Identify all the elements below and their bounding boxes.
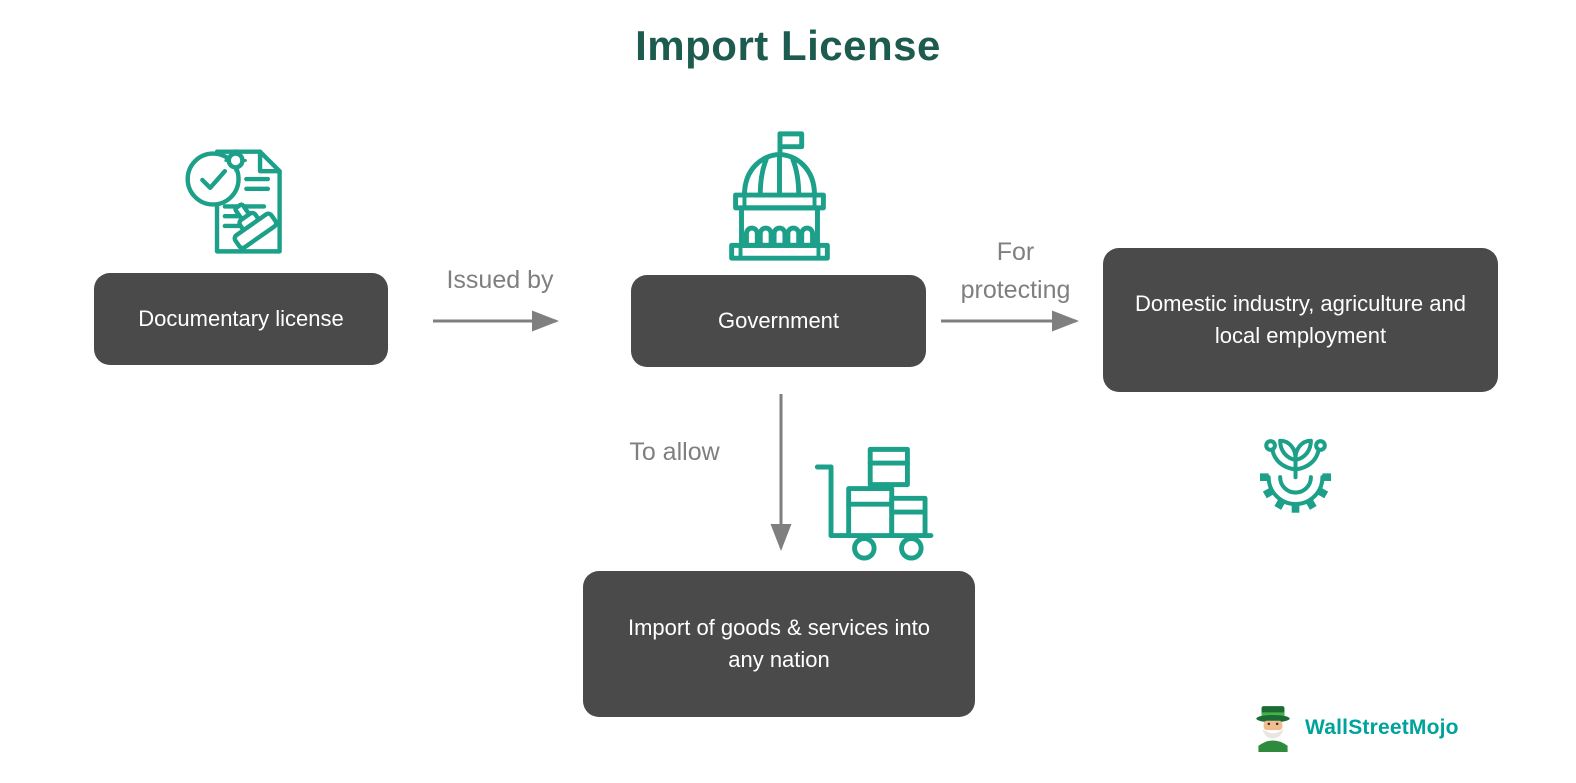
- edge-label-to-allow: To allow: [629, 438, 720, 466]
- plant-gear-icon: [1260, 438, 1332, 513]
- node-import-goods-label: Import of goods & services into any nati…: [627, 615, 931, 672]
- logo-text: WallStreetMojo: [1305, 716, 1459, 739]
- node-government-label: Government: [717, 308, 840, 334]
- node-domestic-industry-label: Domestic industry, agriculture and local…: [1135, 291, 1466, 348]
- edge-label-for-protecting: For protecting: [960, 238, 1071, 304]
- wallstreetmojo-mascot-icon: [1256, 706, 1290, 752]
- page-title: Import License: [635, 22, 941, 69]
- license-document-icon: [185, 149, 282, 254]
- government-building-icon: [729, 131, 830, 261]
- goods-cart-icon: [814, 446, 934, 561]
- node-domestic-industry: Domestic industry, agriculture and local…: [1103, 248, 1498, 392]
- wallstreetmojo-logo: WallStreetMojo: [1250, 703, 1459, 753]
- node-documentary-license-label: Documentary license: [138, 306, 344, 332]
- edge-label-issued-by: Issued by: [446, 266, 554, 294]
- node-government: Government: [631, 275, 926, 367]
- node-import-goods: Import of goods & services into any nati…: [583, 571, 975, 717]
- node-documentary-license: Documentary license: [94, 273, 388, 365]
